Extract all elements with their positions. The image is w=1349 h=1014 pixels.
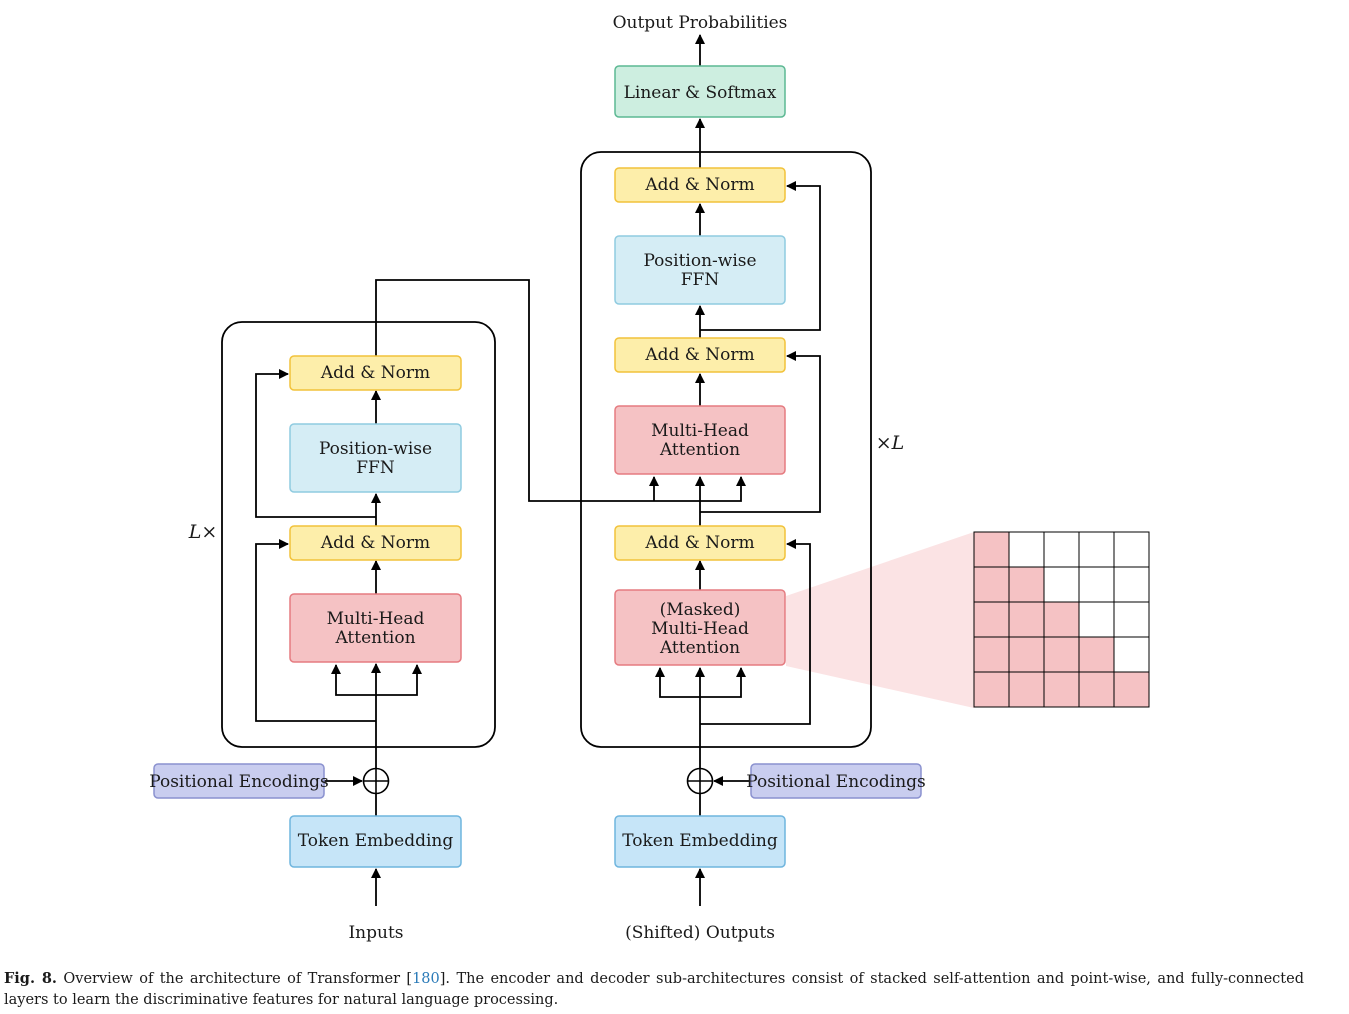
mask-cell: [1008, 566, 1045, 603]
mask-cell: [1078, 671, 1115, 708]
svg-text:Positional Encodings: Positional Encodings: [746, 772, 926, 792]
encoder-ffn-box: Position-wise FFN: [289, 423, 462, 493]
encoder-repeat-label: L×: [188, 521, 218, 543]
caption-text-after-ref: ]. The encoder and decoder sub-architect…: [4, 971, 1304, 1008]
decoder-masked-attention-box: (Masked) Multi-Head Attention: [614, 589, 786, 666]
mask-cell: [1078, 531, 1115, 568]
svg-text:Attention: Attention: [334, 628, 415, 648]
encoder-add-norm-top: Add & Norm: [289, 355, 462, 391]
mask-cell: [1113, 636, 1150, 673]
mask-cell: [973, 566, 1010, 603]
encoder-add-norm-bottom: Add & Norm: [289, 525, 462, 561]
mask-cell: [973, 636, 1010, 673]
encoder-attention-box: Multi-Head Attention: [289, 593, 462, 663]
svg-text:FFN: FFN: [681, 270, 720, 290]
svg-text:Position-wise: Position-wise: [319, 439, 432, 459]
mask-cell: [1043, 531, 1080, 568]
caption-text-before-ref: Overview of the architecture of Transfor…: [56, 971, 413, 987]
decoder-add-norm-bottom: Add & Norm: [614, 525, 786, 561]
svg-text:Add & Norm: Add & Norm: [644, 345, 754, 365]
mask-cell: [1113, 566, 1150, 603]
mask-cell: [1043, 601, 1080, 638]
decoder-frame: [580, 151, 872, 748]
inputs-label: Inputs: [348, 923, 403, 943]
svg-text:Token Embedding: Token Embedding: [298, 831, 454, 851]
svg-text:FFN: FFN: [356, 458, 395, 478]
mask-cell: [1113, 671, 1150, 708]
figure-caption: Fig. 8. Overview of the architecture of …: [4, 968, 1304, 1011]
svg-text:Positional Encodings: Positional Encodings: [149, 772, 329, 792]
transformer-diagram: Add & Norm Position-wise FFN Add & Norm …: [149, 13, 1150, 943]
decoder-ffn-box: Position-wise FFN: [614, 235, 786, 305]
decoder-cross-attention-box: Multi-Head Attention: [614, 405, 786, 475]
mask-cell: [1078, 566, 1115, 603]
svg-text:Add & Norm: Add & Norm: [644, 533, 754, 553]
svg-text:Multi-Head: Multi-Head: [651, 619, 749, 639]
mask-cell: [973, 531, 1010, 568]
decoder-positional-encodings: Positional Encodings: [746, 763, 926, 799]
svg-text:Add & Norm: Add & Norm: [320, 533, 430, 553]
svg-text:Linear & Softmax: Linear & Softmax: [624, 83, 777, 103]
mask-cell: [1008, 531, 1045, 568]
encoder-token-embedding: Token Embedding: [289, 815, 462, 868]
encoder-frame: [221, 321, 496, 748]
svg-text:Attention: Attention: [659, 638, 740, 658]
encoder-connections: [255, 279, 746, 906]
mask-cell: [973, 601, 1010, 638]
decoder-connections: [655, 34, 821, 906]
encoder-positional-encodings: Positional Encodings: [149, 763, 329, 799]
mask-cell: [973, 671, 1010, 708]
svg-text:Attention: Attention: [659, 440, 740, 460]
linear-softmax-box: Linear & Softmax: [614, 65, 786, 118]
encoder-plus-icon: [362, 767, 390, 795]
decoder-repeat-label: ×L: [876, 432, 905, 454]
svg-text:Add & Norm: Add & Norm: [320, 363, 430, 383]
mask-cell: [1008, 636, 1045, 673]
mask-cell: [1113, 531, 1150, 568]
caption-label: Fig. 8.: [4, 970, 57, 987]
decoder-plus-icon: [686, 767, 714, 795]
mask-cell: [1043, 566, 1080, 603]
decoder-add-norm-middle: Add & Norm: [614, 337, 786, 373]
decoder-token-embedding: Token Embedding: [614, 815, 786, 868]
mask-cell: [1043, 671, 1080, 708]
svg-text:Multi-Head: Multi-Head: [327, 609, 425, 629]
mask-cell: [1078, 601, 1115, 638]
output-probabilities-label: Output Probabilities: [613, 13, 788, 33]
mask-cell: [1008, 601, 1045, 638]
mask-cell: [1043, 636, 1080, 673]
svg-text:Add & Norm: Add & Norm: [644, 175, 754, 195]
svg-text:Token Embedding: Token Embedding: [622, 831, 778, 851]
mask-projection: [786, 532, 974, 708]
mask-cell: [1008, 671, 1045, 708]
svg-text:Multi-Head: Multi-Head: [651, 421, 749, 441]
attention-mask-matrix: [973, 531, 1150, 708]
decoder-add-norm-top: Add & Norm: [614, 167, 786, 203]
mask-cell: [1078, 636, 1115, 673]
mask-cell: [1113, 601, 1150, 638]
shifted-outputs-label: (Shifted) Outputs: [625, 923, 775, 943]
caption-reference-link[interactable]: 180: [412, 971, 440, 987]
svg-text:(Masked): (Masked): [660, 600, 741, 620]
svg-text:Position-wise: Position-wise: [643, 251, 756, 271]
